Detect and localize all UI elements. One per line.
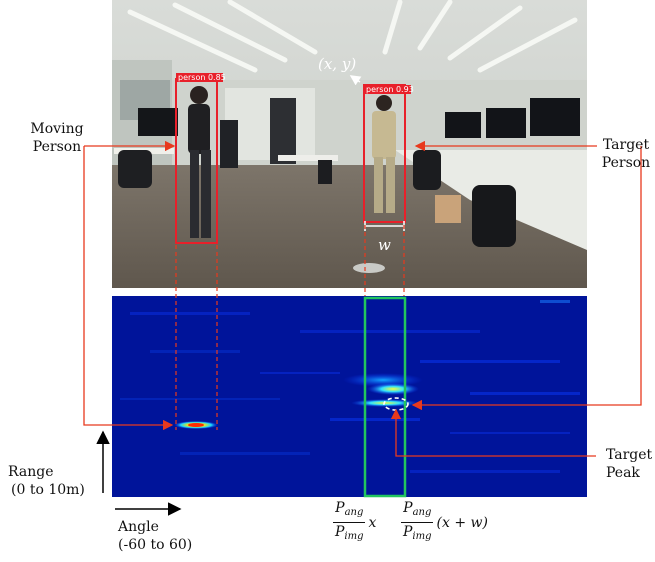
right-den: P bbox=[403, 524, 413, 540]
target-person-line1: Target bbox=[602, 137, 650, 153]
moving-person-line1: Moving bbox=[30, 121, 84, 137]
range-line2: (0 to 10m) bbox=[11, 482, 85, 498]
camera-photo bbox=[112, 0, 587, 288]
right-den-sub: img bbox=[412, 531, 432, 542]
target-person-label: Target Person bbox=[597, 136, 655, 172]
roi-box bbox=[363, 296, 407, 498]
right-bound-formula: Pang Pimg (x + w) bbox=[401, 500, 488, 545]
right-term: (x + w) bbox=[436, 514, 488, 531]
right-num: P bbox=[403, 500, 413, 516]
target-person-line2: Person bbox=[601, 155, 651, 171]
left-den-sub: img bbox=[344, 531, 364, 542]
coord-label: (x, y) bbox=[318, 55, 356, 73]
annotation-leaders bbox=[83, 140, 642, 457]
projection-lines bbox=[175, 225, 405, 430]
target-peak-line2: Peak bbox=[606, 465, 640, 481]
range-line1: Range bbox=[8, 464, 54, 480]
angle-label: Angle (-60 to 60) bbox=[118, 518, 192, 554]
left-den: P bbox=[335, 524, 345, 540]
right-num-sub: ang bbox=[412, 507, 432, 518]
left-num-sub: ang bbox=[344, 507, 364, 518]
target-peak-line1: Target bbox=[606, 447, 653, 463]
width-label: w bbox=[378, 236, 391, 254]
angle-line2: (-60 to 60) bbox=[118, 537, 193, 553]
target-detection-label: person 0.93 bbox=[366, 85, 414, 94]
moving-person-line2: Person bbox=[32, 139, 82, 155]
left-term: x bbox=[368, 514, 377, 531]
moving-person-label: Moving Person bbox=[30, 120, 84, 156]
moving-detection-label: person 0.85 bbox=[178, 73, 226, 82]
target-peak-label: Target Peak bbox=[606, 446, 652, 482]
coord-arrow bbox=[349, 75, 362, 86]
angle-line1: Angle bbox=[118, 519, 159, 535]
range-angle-heatmap bbox=[112, 296, 587, 497]
range-label: Range (0 to 10m) bbox=[8, 463, 85, 499]
left-num: P bbox=[335, 500, 345, 516]
left-bound-formula: Pang Pimg x bbox=[333, 500, 376, 545]
